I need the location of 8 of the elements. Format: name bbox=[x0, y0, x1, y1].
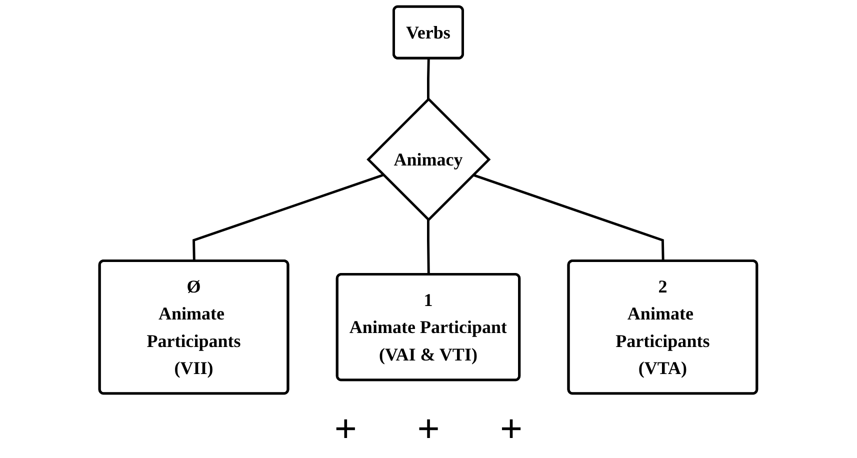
plus-sign: + bbox=[334, 405, 358, 452]
plus-sign: + bbox=[417, 405, 440, 452]
plus-sign: + bbox=[500, 405, 523, 452]
node-diamond: Animacy bbox=[366, 97, 491, 222]
connector bbox=[472, 174, 665, 262]
connector bbox=[427, 220, 430, 275]
connector bbox=[427, 58, 430, 100]
connector bbox=[192, 174, 384, 262]
